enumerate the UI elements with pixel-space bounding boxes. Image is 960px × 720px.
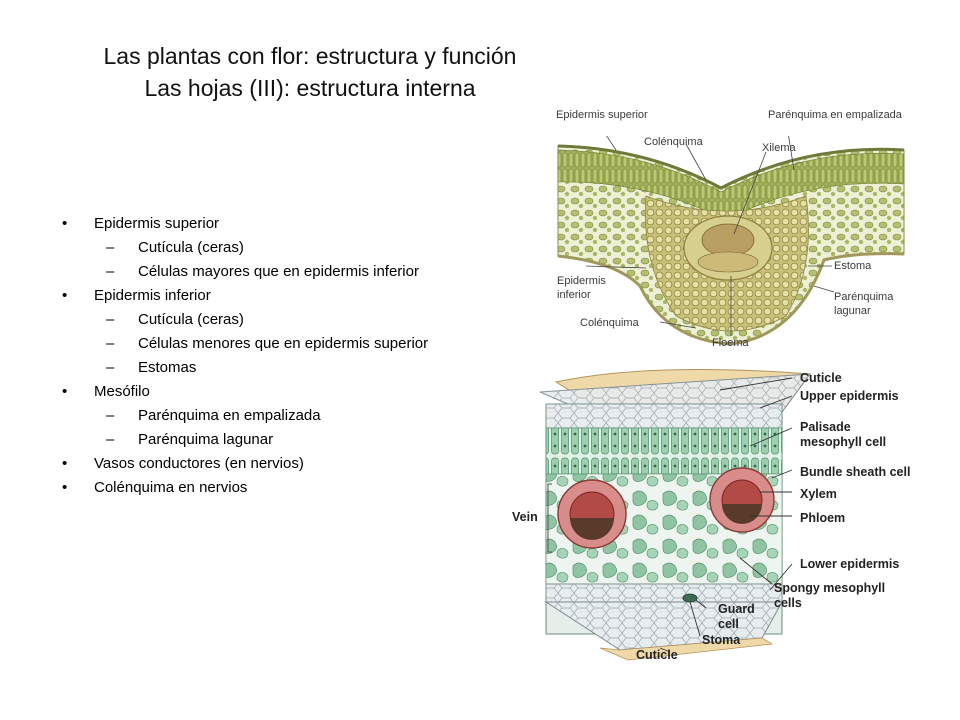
- label-vein: Vein: [512, 510, 538, 524]
- palisade-layer: [545, 427, 783, 475]
- label-parenquima-lagunar-2: lagunar: [834, 305, 871, 317]
- dash-marker: –: [106, 431, 115, 448]
- dash-marker: –: [106, 239, 115, 256]
- stoma: [682, 593, 698, 603]
- upper-epidermis-line: [557, 144, 905, 190]
- label-estoma: Estoma: [834, 260, 872, 272]
- label-epidermis-inferior-2: inferior: [557, 289, 591, 301]
- slide-title: Las plantas con flor: estructura y funci…: [0, 40, 620, 104]
- label-colenquima-bottom: Colénquima: [580, 317, 639, 329]
- bullet-item: • Epidermis inferior: [62, 286, 442, 305]
- sub-bullet-item: – Parénquima lagunar: [62, 430, 442, 449]
- label-floema: Floema: [712, 337, 749, 349]
- sub-bullet-item: – Células menores que en epidermis superi…: [62, 334, 442, 353]
- bullet-list: • Epidermis superior – Cutícula (ceras) – C…: [62, 214, 442, 502]
- lower-epidermis-line: [557, 252, 905, 346]
- sub-bullet-item: – Parénquima en empalizada: [62, 406, 442, 425]
- sub-bullet-text: Células menores que en epidermis superio…: [138, 335, 429, 352]
- title-line-2: Las hojas (III): estructura interna: [144, 75, 476, 101]
- bullet-marker: •: [62, 383, 68, 400]
- bullet-marker: •: [62, 215, 68, 232]
- sub-bullet-text: Estomas: [138, 359, 197, 376]
- dash-marker: –: [106, 263, 115, 280]
- label-phloem: Phloem: [800, 511, 846, 525]
- leaf-cross-section-diagram: [539, 369, 812, 661]
- label-stoma: Stoma: [702, 633, 741, 647]
- title-line-1: Las plantas con flor: estructura y funci…: [103, 43, 517, 69]
- bullet-item: • Colénquima en nervios: [62, 478, 442, 497]
- phloem-core: [697, 251, 759, 273]
- label-xylem: Xylem: [800, 487, 837, 501]
- label-upper-epidermis: Upper epidermis: [800, 389, 899, 403]
- bullet-item: • Epidermis superior: [62, 214, 442, 233]
- label-guard-2: cell: [718, 617, 739, 631]
- upper-epidermis-layer: [545, 403, 783, 429]
- dash-marker: –: [106, 359, 115, 376]
- bullet-item: • Mesófilo: [62, 382, 442, 401]
- label-epidermis-inferior-1: Epidermis: [557, 275, 606, 287]
- sub-bullet-text: Cutícula (ceras): [138, 239, 244, 256]
- dash-marker: –: [106, 335, 115, 352]
- bullet-text: Mesófilo: [94, 383, 150, 400]
- sub-bullet-text: Células mayores que en epidermis inferio…: [138, 263, 419, 280]
- bullet-text: Colénquima en nervios: [94, 479, 248, 496]
- xylem-core: [701, 223, 755, 257]
- label-spongy-1: Spongy mesophyll: [774, 581, 886, 595]
- sub-bullet-text: Cutícula (ceras): [138, 311, 244, 328]
- dash-marker: –: [106, 311, 115, 328]
- label-xilema: Xilema: [762, 142, 796, 154]
- sub-bullet-item: – Cutícula (ceras): [62, 238, 442, 257]
- lower-epidermis-layer: [545, 583, 783, 603]
- bullet-text: Epidermis superior: [94, 215, 220, 232]
- sub-bullet-text: Parénquima en empalizada: [138, 407, 321, 424]
- bullet-text: Epidermis inferior: [94, 287, 211, 304]
- label-lower-epidermis: Lower epidermis: [800, 557, 900, 571]
- vein-bracket: [547, 483, 552, 553]
- label-cuticle-top: Cuticle: [800, 371, 842, 385]
- bullet-text: Vasos conductores (en nervios): [94, 455, 304, 472]
- cuticle-bottom-sheet: [599, 637, 774, 661]
- bullet-marker: •: [62, 287, 68, 304]
- bullet-marker: •: [62, 479, 68, 496]
- vein-right: [709, 467, 775, 533]
- label-cuticle-bottom: Cuticle: [636, 648, 678, 662]
- sub-bullet-text: Parénquima lagunar: [138, 431, 274, 448]
- label-epidermis-superior: Epidermis superior: [556, 109, 648, 121]
- label-bundle-sheath: Bundle sheath cell: [800, 465, 911, 479]
- sub-bullet-item: – Estomas: [62, 358, 442, 377]
- label-spongy-2: cells: [774, 596, 802, 610]
- bullet-marker: •: [62, 455, 68, 472]
- label-palisade-2: mesophyll cell: [800, 435, 887, 449]
- label-palisade-1: Palisade: [800, 420, 851, 434]
- sub-bullet-item: – Cutícula (ceras): [62, 310, 442, 329]
- label-colenquima-top: Colénquima: [644, 136, 703, 148]
- sub-bullet-item: – Células mayores que en epidermis inferi…: [62, 262, 442, 281]
- bullet-item: • Vasos conductores (en nervios): [62, 454, 442, 473]
- label-guard-1: Guard: [718, 602, 755, 616]
- palisade-layer: [557, 149, 905, 221]
- label-parenquima-empalizada: Parénquima en empalizada: [768, 109, 902, 121]
- dash-marker: –: [106, 407, 115, 424]
- vein-left: [557, 479, 627, 549]
- label-parenquima-lagunar-1: Parénquima: [834, 291, 894, 303]
- leaf-micrograph: [557, 136, 905, 346]
